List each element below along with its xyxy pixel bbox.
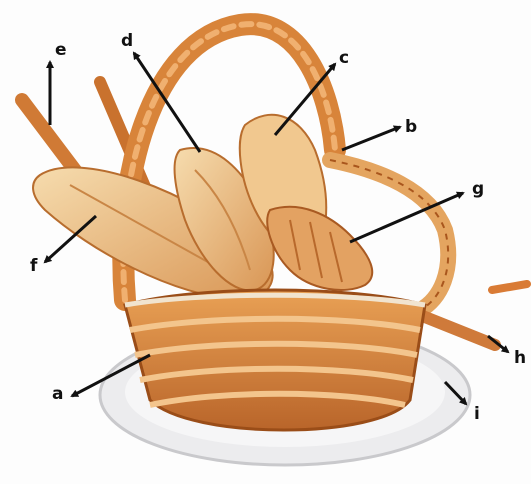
twisted-roll-g (267, 207, 372, 290)
basket-body (125, 290, 425, 430)
label-b: b (405, 119, 417, 136)
label-i: i (474, 406, 480, 423)
label-e: e (55, 42, 67, 59)
label-h: h (514, 350, 526, 367)
stray-bread-stick (492, 284, 527, 290)
bread-stick-h (420, 315, 495, 345)
label-f: f (30, 258, 37, 275)
label-d: d (121, 33, 133, 50)
label-a: a (52, 386, 63, 403)
label-c: c (339, 50, 349, 67)
label-g: g (472, 181, 484, 198)
arrow-b (342, 127, 400, 150)
